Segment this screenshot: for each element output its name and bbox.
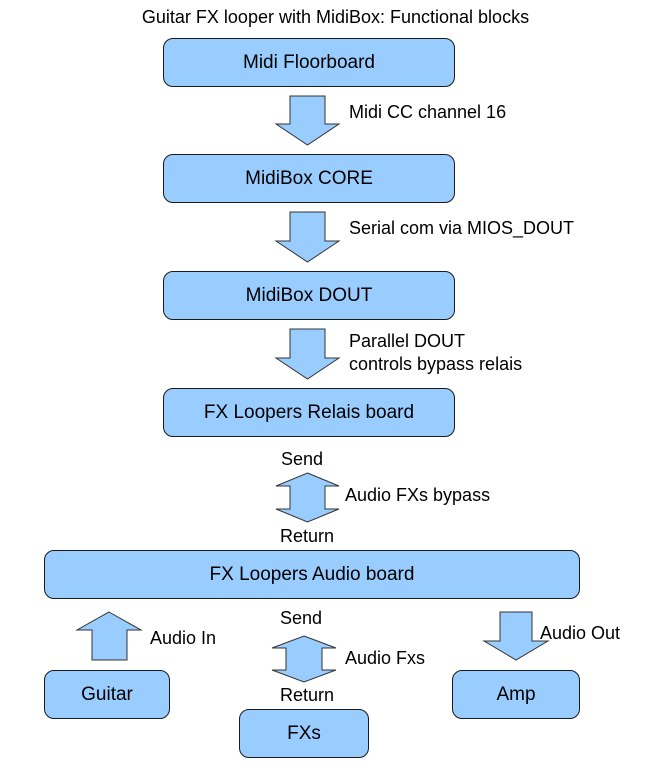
arrow-relais-audio-bidirectional	[275, 472, 340, 523]
label-guitar-to-audio: Audio In	[150, 628, 217, 648]
diagram-title: Guitar FX looper with MidiBox: Functiona…	[141, 7, 530, 27]
label-core-to-dout: Serial com via MIOS_DOUT	[349, 218, 575, 238]
block-midibox-core: MidiBox CORE	[163, 154, 455, 203]
label-fxs-send: Send	[280, 608, 323, 628]
label-relais-audio: Audio FXs bypass	[345, 485, 491, 505]
arrow-core-to-dout	[274, 211, 341, 263]
block-label: Amp	[496, 683, 536, 705]
block-label: FX Loopers Relais board	[203, 401, 415, 423]
block-midibox-dout: MidiBox DOUT	[163, 271, 455, 320]
block-amp: Amp	[452, 670, 580, 719]
block-label: FXs	[287, 722, 321, 744]
label-dout-to-relais-line1: Parallel DOUT	[349, 331, 466, 351]
arrow-guitar-to-audio	[75, 611, 143, 661]
block-audio-board: FX Loopers Audio board	[44, 550, 580, 599]
block-label: Guitar	[81, 683, 133, 705]
arrow-audio-fxs-bidirectional	[271, 635, 337, 683]
block-guitar: Guitar	[44, 670, 170, 719]
arrow-dout-to-relais	[274, 328, 341, 380]
label-relais-return: Return	[280, 526, 335, 546]
block-label: FX Loopers Audio board	[209, 563, 415, 585]
label-dout-to-relais-line2: controls bypass relais	[349, 354, 523, 374]
label-relais-send: Send	[281, 449, 324, 469]
block-label: MidiBox CORE	[245, 167, 373, 189]
block-fxs: FXs	[239, 709, 369, 758]
arrow-floorboard-to-core	[274, 95, 341, 146]
label-audio-fxs: Audio Fxs	[345, 648, 426, 668]
label-floorboard-to-core: Midi CC channel 16	[349, 102, 507, 122]
block-label: Midi Floorboard	[243, 51, 375, 73]
label-audio-to-amp: Audio Out	[540, 623, 621, 643]
block-label: MidiBox DOUT	[245, 284, 373, 306]
block-relais-board: FX Loopers Relais board	[163, 388, 455, 437]
block-midi-floorboard: Midi Floorboard	[163, 38, 455, 87]
arrow-audio-to-amp	[482, 611, 550, 661]
label-fxs-return: Return	[280, 685, 335, 705]
